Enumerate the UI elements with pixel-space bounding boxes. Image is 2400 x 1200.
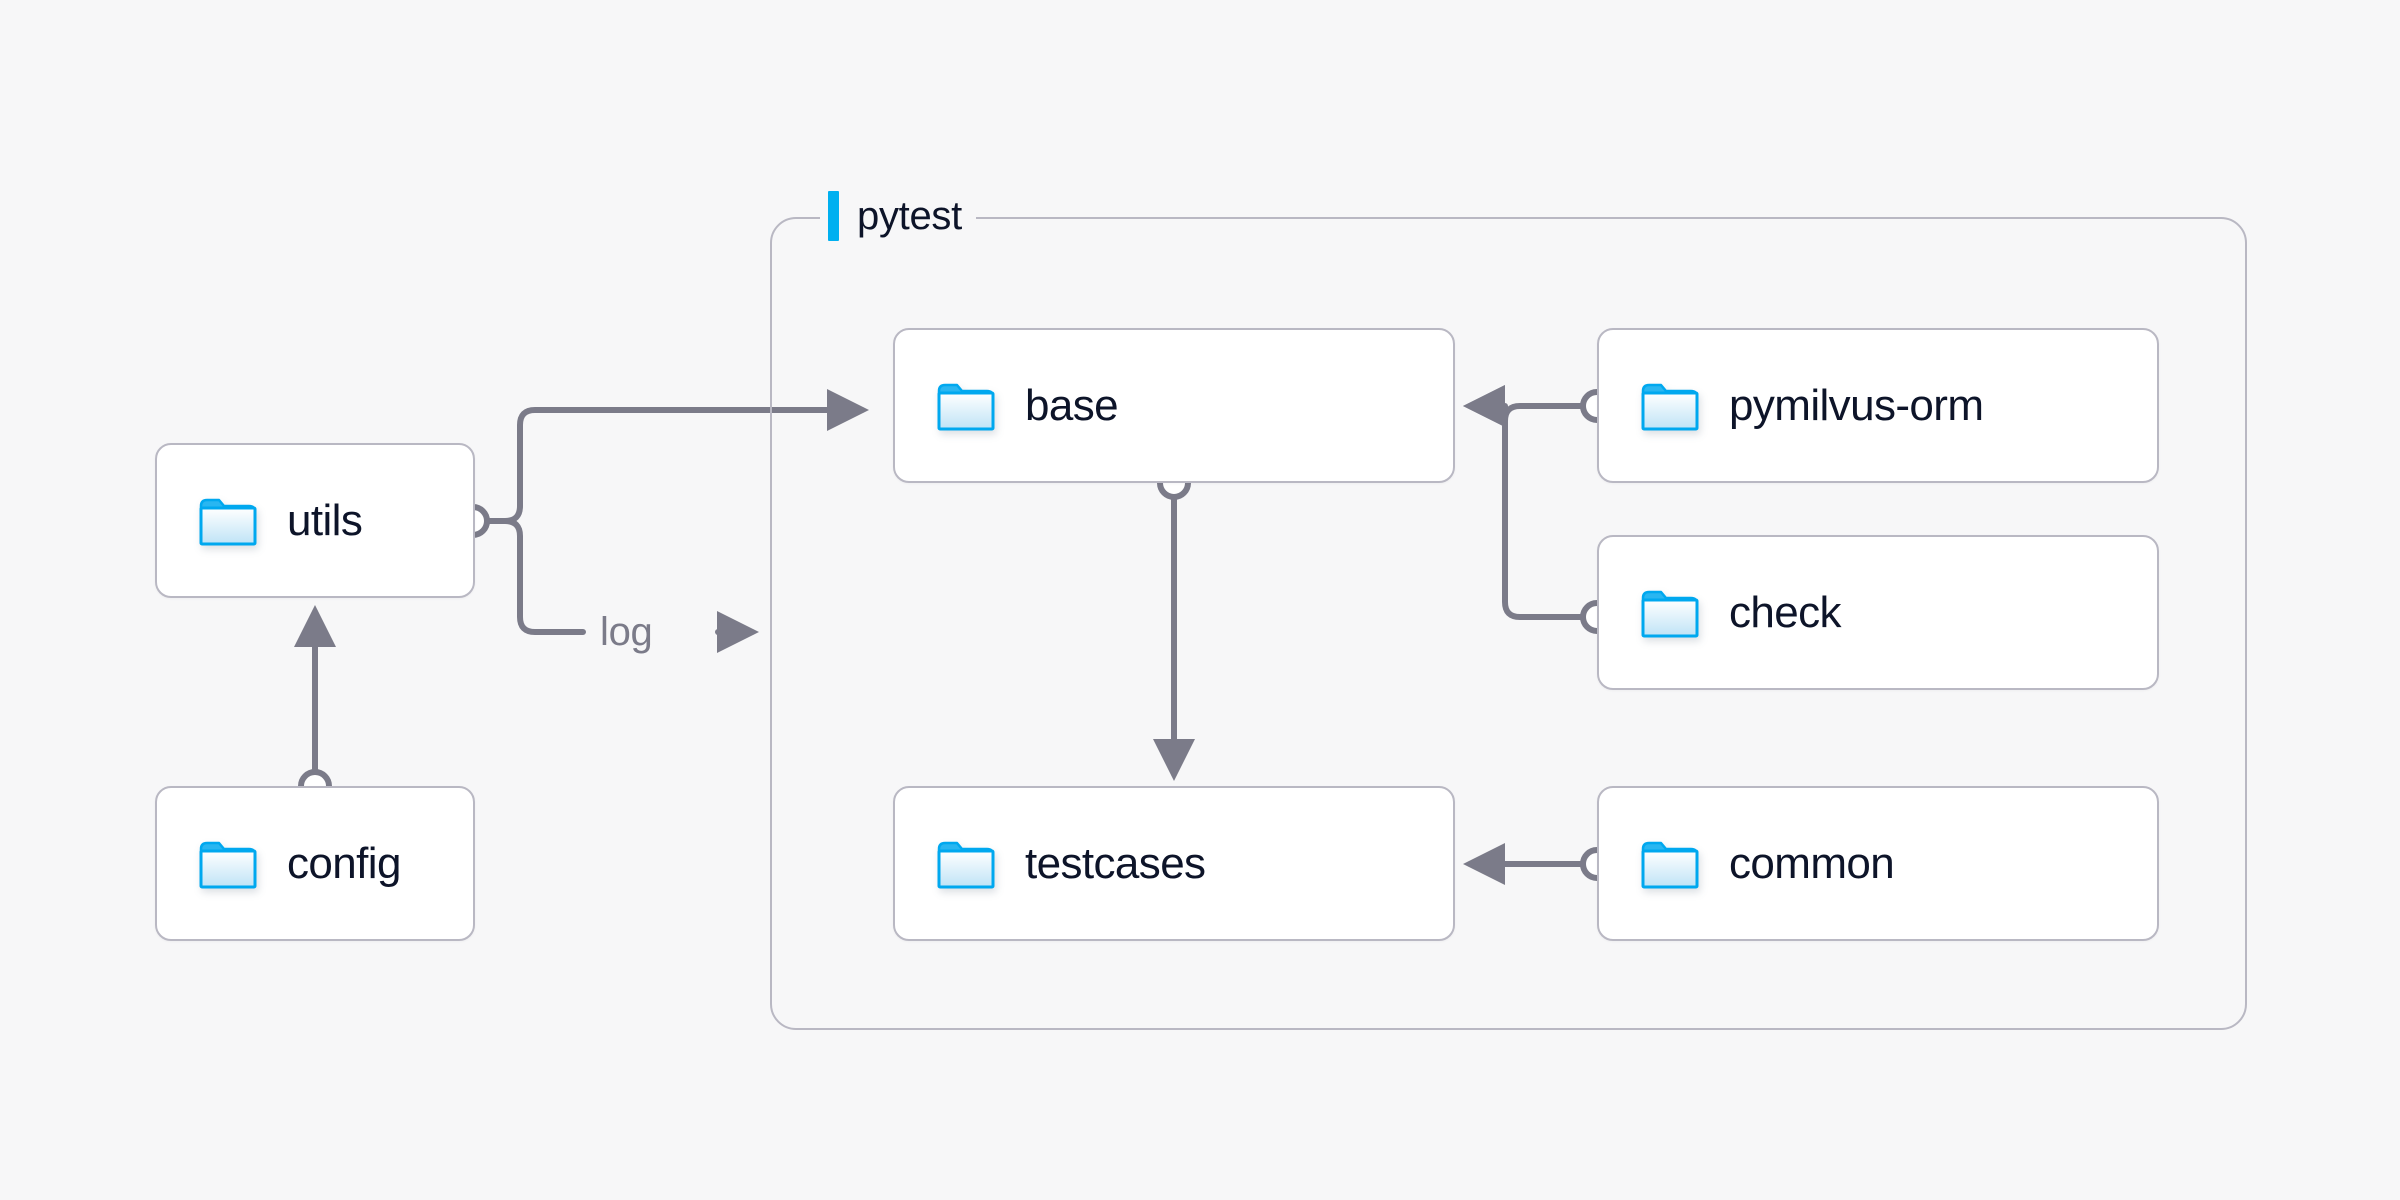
node-label: common	[1729, 838, 1895, 888]
folder-icon	[1641, 588, 1699, 638]
folder-icon	[199, 496, 257, 546]
node-utils[interactable]: utils	[155, 443, 475, 598]
node-label: pymilvus-orm	[1729, 380, 1984, 430]
group-title-text: pytest	[857, 194, 962, 238]
group-accent-bar	[828, 191, 839, 241]
node-check[interactable]: check	[1597, 535, 2159, 690]
node-config[interactable]: config	[155, 786, 475, 941]
node-label: utils	[287, 495, 363, 545]
node-label: config	[287, 838, 401, 888]
node-pymilvus-orm[interactable]: pymilvus-orm	[1597, 328, 2159, 483]
pytest-group-label: pytest	[820, 188, 976, 244]
pytest-group-container[interactable]	[770, 217, 2247, 1030]
node-label: base	[1025, 380, 1119, 430]
edge-utils-to-log	[483, 518, 586, 635]
node-label: testcases	[1025, 838, 1206, 888]
folder-icon	[1641, 381, 1699, 431]
node-base[interactable]: base	[893, 328, 1455, 483]
node-label: check	[1729, 587, 1842, 637]
node-testcases[interactable]: testcases	[893, 786, 1455, 941]
folder-icon	[937, 381, 995, 431]
edge-label-log: log	[600, 610, 653, 654]
folder-icon	[199, 839, 257, 889]
node-common[interactable]: common	[1597, 786, 2159, 941]
folder-icon	[1641, 839, 1699, 889]
folder-icon	[937, 839, 995, 889]
